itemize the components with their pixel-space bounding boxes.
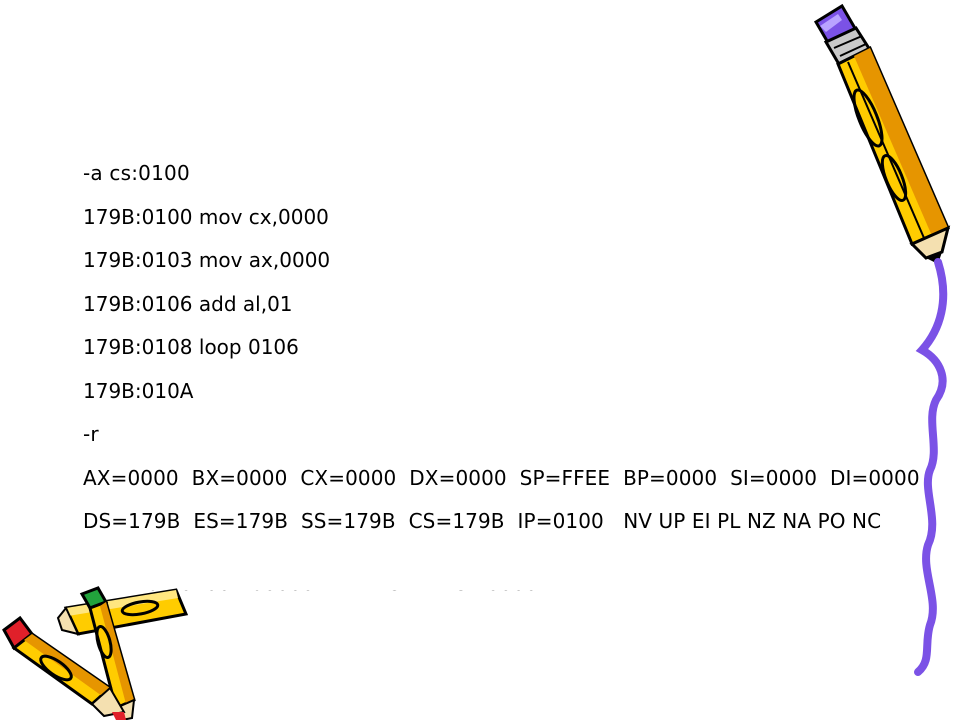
crossed-pencils-icon — [2, 586, 189, 720]
pencil-vertical — [79, 586, 136, 720]
register-line: AX=0000 BX=0000 CX=0000 DX=0000 SP=FFEE … — [83, 465, 920, 490]
pencil-horizontal — [56, 588, 189, 636]
listing-line: 179B:0108 loop 0106 — [83, 335, 299, 359]
listing-line: 179B:0103 mov ax,0000 — [83, 248, 331, 272]
disasm-mnemonic: MOV — [369, 582, 415, 592]
pencil-body — [836, 45, 950, 246]
disasm-address-bytes: 179B:0100 B90000 — [121, 582, 314, 592]
debug-listing: -a cs:0100 179B:0100 mov cx,0000 179B:01… — [83, 156, 960, 591]
disassembly-line: 179B:0100 B90000 MOV CX,0000 — [83, 548, 960, 592]
listing-line: -a cs:0100 — [83, 161, 190, 185]
listing-line: 179B:0106 add al,01 — [83, 291, 293, 316]
pencil-icon — [813, 3, 951, 676]
disasm-operands: CX,0000 — [453, 582, 538, 592]
register-line: DS=179B ES=179B SS=179B CS=179B IP=0100 … — [83, 509, 882, 533]
listing-line: 179B:0100 mov cx,0000 — [83, 204, 329, 229]
listing-line: 179B:010A — [83, 378, 194, 403]
listing-line: -r — [83, 422, 99, 446]
pencil-scribble — [914, 258, 948, 676]
pencil-diagonal — [2, 615, 126, 720]
